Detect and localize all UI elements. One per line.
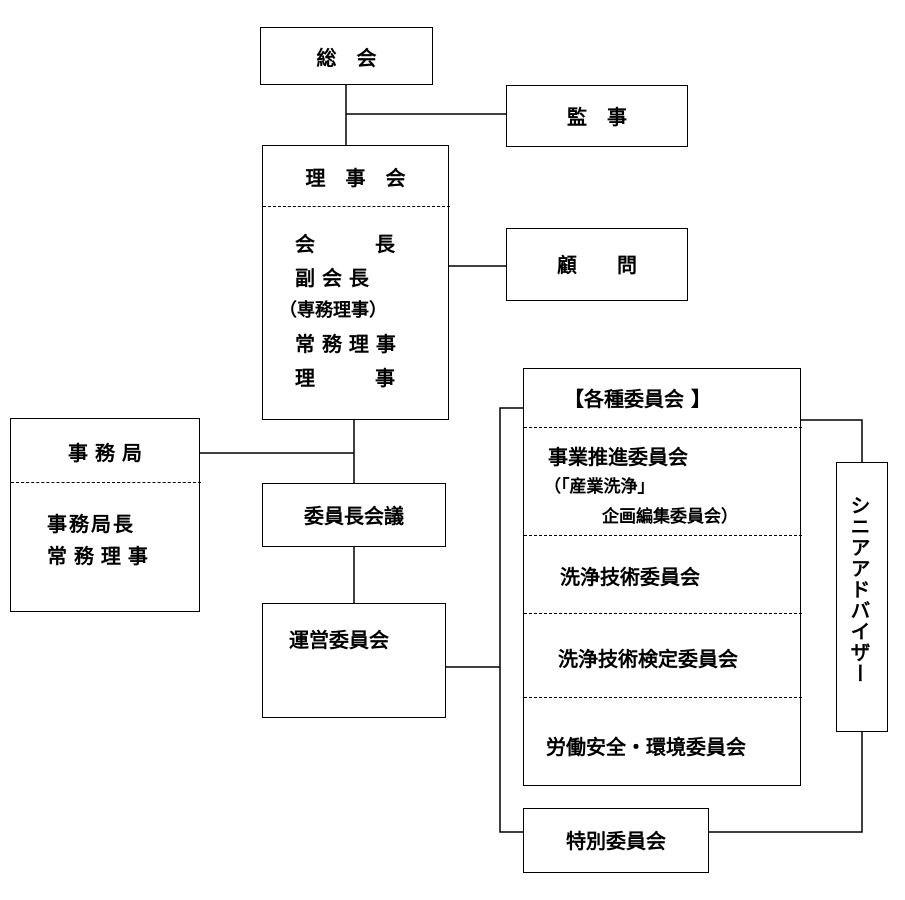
general-assembly-label: 総 会 xyxy=(316,46,377,70)
steering-committee-label: 運営委員会 xyxy=(289,628,389,652)
board-title: 理 事 会 xyxy=(305,166,406,190)
chairs-meeting-label: 委員長会議 xyxy=(304,504,404,528)
committees-divider-4 xyxy=(524,697,802,698)
auditor-label: 監 事 xyxy=(567,105,627,129)
advisor-box: 顧 問 xyxy=(506,228,688,301)
committees-divider-2 xyxy=(524,535,802,536)
special-committee-box: 特別委員会 xyxy=(523,808,709,873)
committees-box: 【各種委員会 】 事業推進委員会 （「産業洗浄」 企画編集委員会） 洗浄技術委員… xyxy=(523,368,802,786)
board-member-executive-director: 常 務 理 事 xyxy=(295,332,396,356)
board-box: 理 事 会 会 長 副 会 長 （専務理事） 常 務 理 事 理 事 xyxy=(262,145,450,420)
steering-committee-box: 運営委員会 xyxy=(262,603,446,718)
line-kakushu-advisor xyxy=(801,419,863,462)
secretariat-member-director: 常 務 理 事 xyxy=(47,544,148,568)
board-divider xyxy=(263,206,450,207)
board-member-vice-chairman: 副 会 長 xyxy=(295,266,369,290)
senior-advisor-label: シニアアドバイザー xyxy=(847,495,871,684)
board-member-senmu: （専務理事） xyxy=(279,300,387,321)
auditor-box: 監 事 xyxy=(506,85,688,147)
advisor-label: 顧 問 xyxy=(557,253,637,277)
committee-business-promotion: 事業推進委員会 xyxy=(548,445,688,469)
general-assembly-box: 総 会 xyxy=(260,27,433,85)
committee-business-promotion-sub1: （「産業洗浄」 xyxy=(544,477,655,497)
senior-advisor-box: シニアアドバイザー xyxy=(836,462,888,732)
committee-business-promotion-sub2: 企画編集委員会） xyxy=(602,507,738,527)
secretariat-box: 事 務 局 事務局長 常 務 理 事 xyxy=(10,418,201,612)
secretariat-divider xyxy=(11,482,201,483)
secretariat-member-chief: 事務局長 xyxy=(47,512,135,536)
chairs-meeting-box: 委員長会議 xyxy=(262,483,446,547)
board-member-chairman: 会 長 xyxy=(295,232,395,256)
committees-divider-1 xyxy=(524,427,802,428)
special-committee-label: 特別委員会 xyxy=(566,829,666,853)
board-member-director: 理 事 xyxy=(295,366,395,390)
committee-cleaning-certification: 洗浄技術検定委員会 xyxy=(558,647,738,671)
committees-divider-3 xyxy=(524,613,802,614)
bracket-committees xyxy=(499,407,523,833)
committees-header: 【各種委員会 】 xyxy=(564,387,711,411)
committee-cleaning-technology: 洗浄技術委員会 xyxy=(560,565,700,589)
committee-safety-environment: 労働安全・環境委員会 xyxy=(546,735,746,759)
line-advisor-tokubetsu xyxy=(709,732,863,833)
secretariat-title: 事 務 局 xyxy=(68,441,142,465)
